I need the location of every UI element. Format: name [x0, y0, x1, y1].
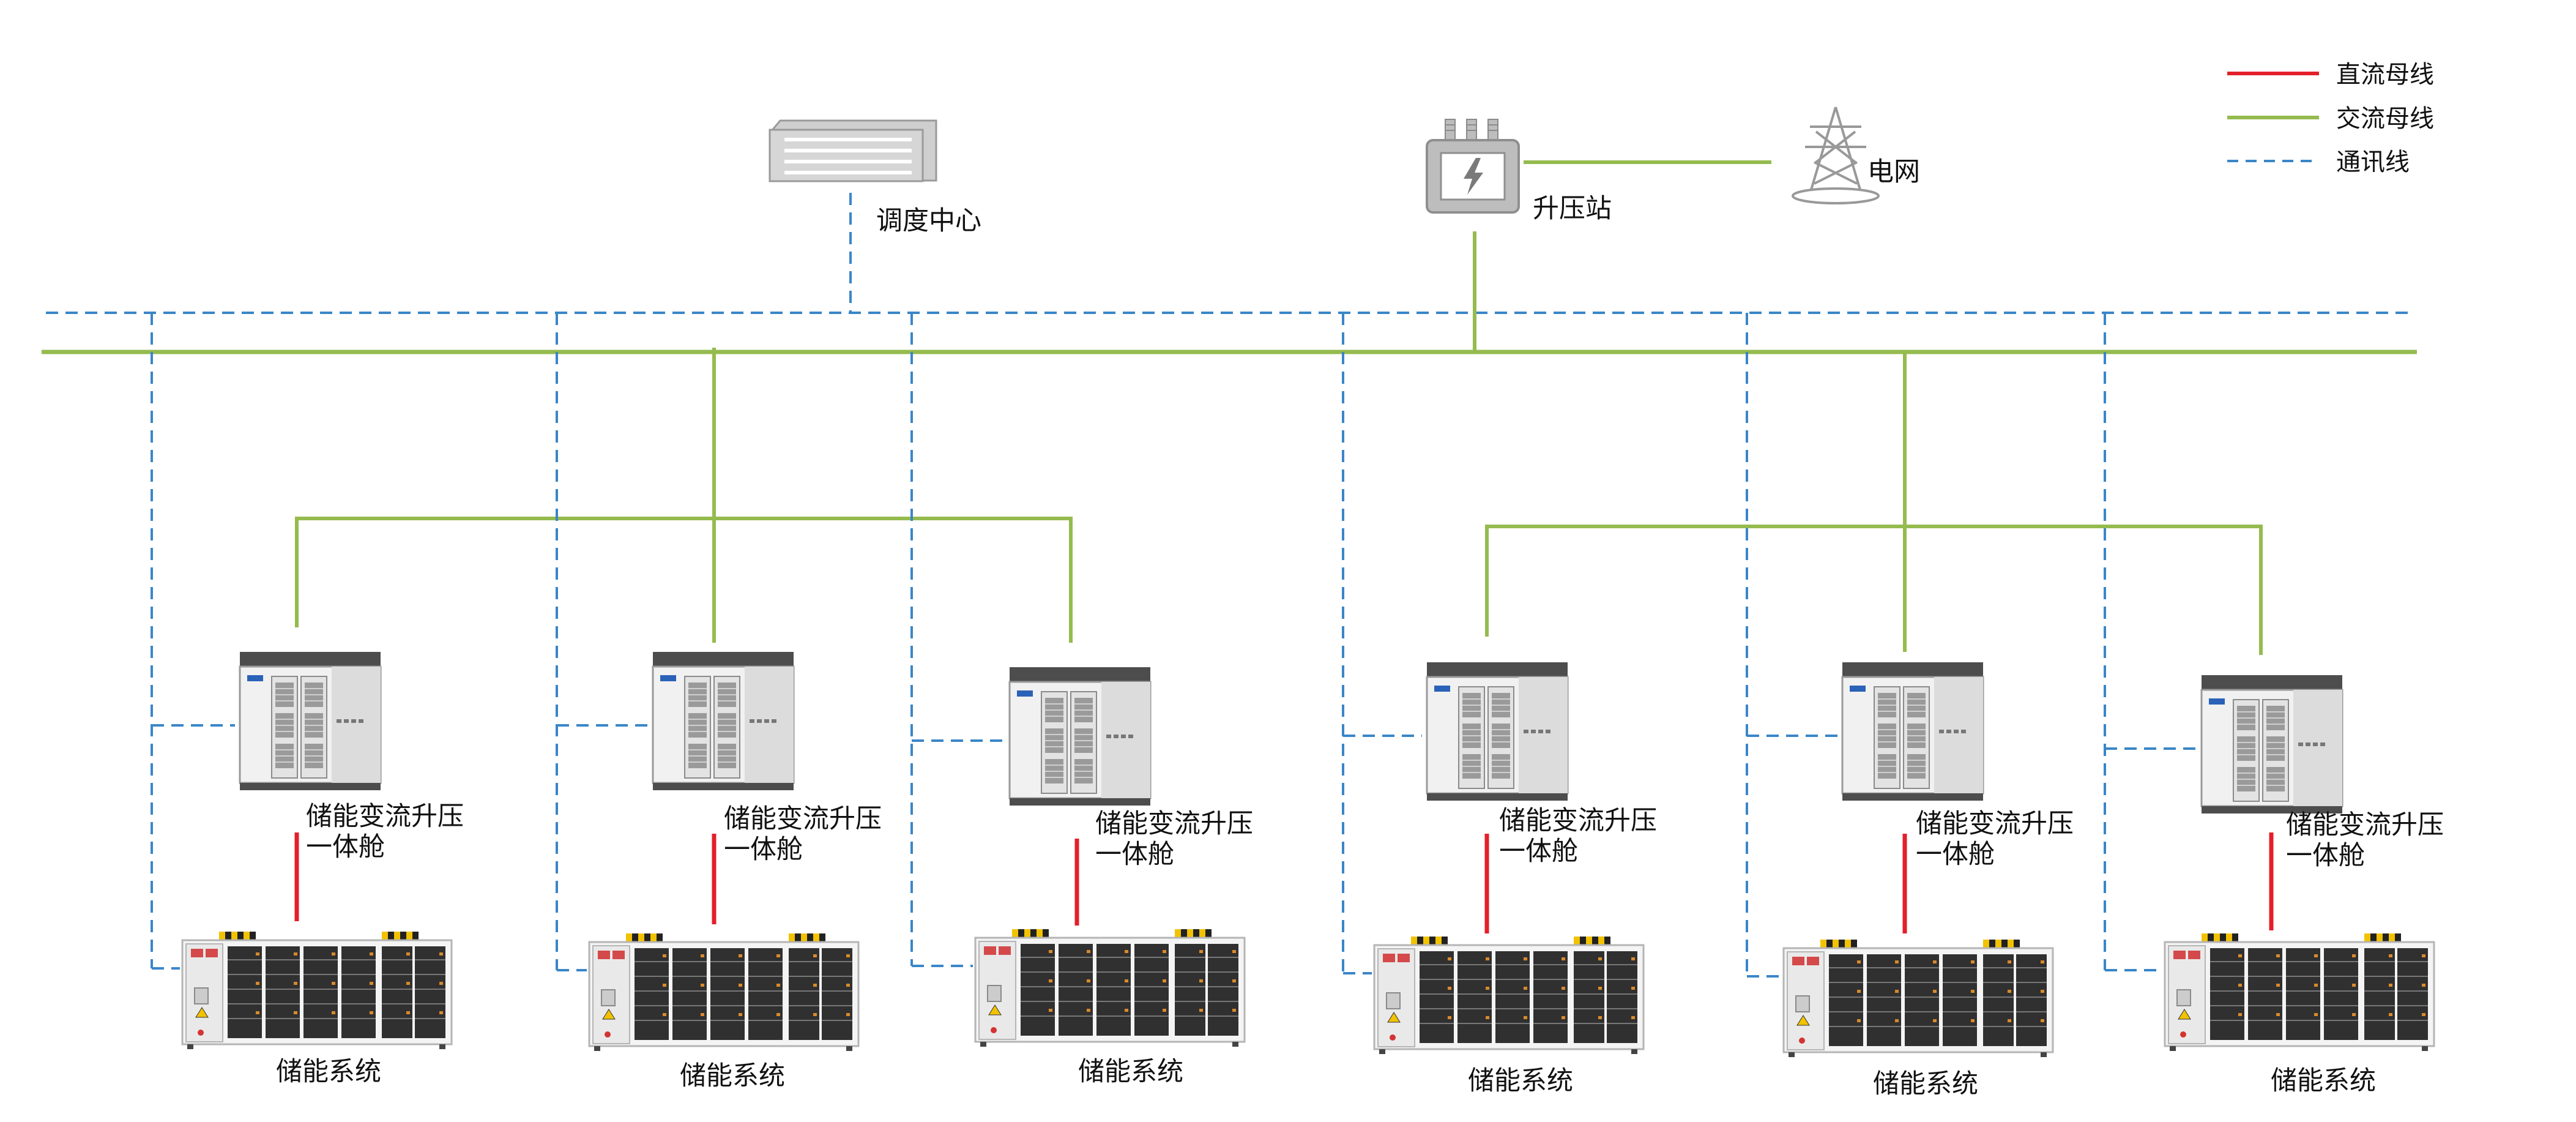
unit-2-pcs-label-line2: 一体舱 — [724, 834, 803, 865]
unit-3-storage-label: 储能系统 — [1078, 1057, 1183, 1087]
storage-units: 储能变流升压一体舱储能系统储能变流升压一体舱储能系统储能变流升压一体舱储能系统储… — [151, 313, 2444, 1099]
battery-rack-icon — [1373, 935, 1645, 1055]
unit-6-pcs-label-line2: 一体舱 — [2286, 840, 2365, 871]
inverter-cabinet-icon — [652, 651, 795, 791]
unit-6-storage-label: 储能系统 — [2271, 1066, 2376, 1096]
unit-5-pcs-label-line2: 一体舱 — [1916, 839, 1995, 870]
group-2-ac-feeder — [1485, 352, 2263, 655]
server-rack-icon — [769, 119, 937, 182]
inverter-cabinet-icon — [2200, 674, 2343, 815]
battery-rack-icon — [588, 932, 860, 1052]
inverter-cabinet-icon — [239, 651, 382, 791]
unit-3-pcs-label-line1: 储能变流升压 — [1095, 809, 1253, 839]
unit-6-pcs-label-line1: 储能变流升压 — [2286, 810, 2444, 840]
unit-4-storage-label: 储能系统 — [1468, 1066, 1573, 1096]
transformer-icon — [1426, 119, 1520, 214]
unit-4-pcs-label-line2: 一体舱 — [1499, 836, 1578, 867]
inverter-cabinet-icon — [1841, 661, 1984, 802]
grid-label: 电网 — [1867, 157, 1920, 187]
transmission-tower-icon — [1792, 107, 1880, 204]
legend-dc-bus-label: 直流母线 — [2336, 61, 2434, 89]
unit-3-pcs-label-line2: 一体舱 — [1095, 839, 1174, 870]
unit-5-pcs-label-line1: 储能变流升压 — [1916, 809, 2074, 839]
group-1-ac-feeder — [295, 348, 1073, 643]
unit-2-storage-label: 储能系统 — [680, 1061, 785, 1091]
battery-rack-icon — [974, 928, 1246, 1048]
unit-1-storage-label: 储能系统 — [276, 1057, 381, 1087]
battery-rack-icon — [181, 930, 453, 1050]
grid: 电网 — [1792, 107, 1920, 204]
unit-1-pcs-label-line1: 储能变流升压 — [306, 801, 464, 832]
legend-ac-bus-label: 交流母线 — [2336, 105, 2434, 133]
inverter-cabinet-icon — [1008, 666, 1152, 807]
legend-comm-line-label: 通讯线 — [2336, 148, 2410, 176]
inverter-cabinet-icon — [1426, 661, 1569, 802]
unit-4-pcs-label-line1: 储能变流升压 — [1499, 806, 1657, 836]
substation: 升压站 — [1426, 119, 1771, 352]
battery-rack-icon — [1782, 938, 2054, 1058]
unit-1-pcs-label-line2: 一体舱 — [306, 832, 385, 862]
substation-label: 升压站 — [1533, 193, 1612, 224]
unit-2-pcs-label-line1: 储能变流升压 — [724, 804, 882, 834]
dispatch-center-label: 调度中心 — [876, 206, 981, 236]
battery-rack-icon — [2164, 932, 2435, 1052]
legend: 直流母线 交流母线 通讯线 — [2227, 61, 2434, 176]
dispatch-center: 调度中心 — [769, 119, 981, 313]
unit-5-storage-label: 储能系统 — [1873, 1069, 1978, 1099]
